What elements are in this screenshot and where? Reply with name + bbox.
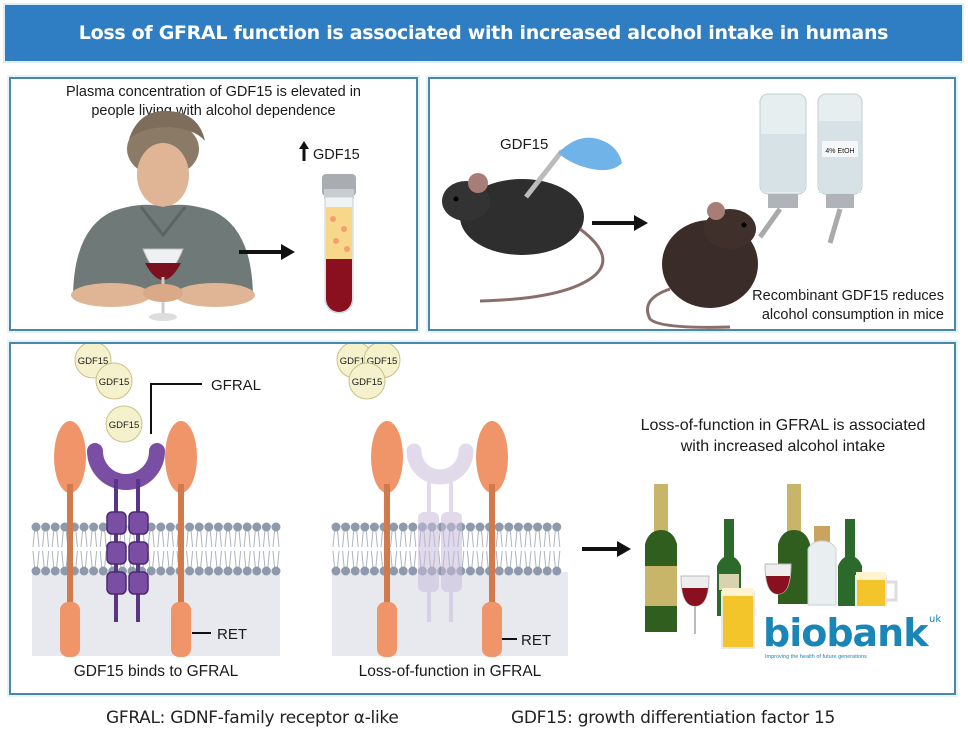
arrow-right-icon bbox=[239, 244, 295, 260]
gdf15-ligand-label: GDF15 bbox=[109, 420, 140, 431]
spirit-bottle-icon bbox=[807, 526, 837, 606]
gdf15-ligand-icon: GDF15 bbox=[95, 362, 133, 400]
ethanol-bottle-label: 4% EtOH bbox=[825, 148, 854, 155]
panel-human-caption: Plasma concentration of GDF15 is elevate… bbox=[11, 83, 416, 121]
increase-arrow-icon bbox=[299, 141, 309, 161]
phospholipid bbox=[213, 522, 224, 576]
beer-mug-icon bbox=[855, 572, 898, 609]
man-with-wine-icon bbox=[71, 110, 255, 321]
mechanism-illustration: GDF15 GDF15 GDF15 GFRAL RET GDF15 binds … bbox=[31, 344, 949, 680]
gfral-faded-receptor-icon bbox=[406, 443, 474, 622]
biobank-logo: biobank bbox=[763, 611, 929, 655]
caption-line-1: Recombinant GDF15 reduces bbox=[752, 288, 944, 304]
ethanol-bottle-icon bbox=[817, 93, 863, 244]
phospholipid bbox=[271, 522, 281, 576]
water-bottle-icon bbox=[757, 93, 807, 239]
phospholipid bbox=[359, 522, 370, 576]
champagne-bottle-icon bbox=[645, 484, 677, 632]
ret-receptor-icon bbox=[371, 421, 403, 657]
phospholipid bbox=[331, 522, 341, 576]
phospholipid bbox=[261, 522, 272, 576]
phospholipid bbox=[232, 522, 243, 576]
gdf15-ligand-icon: GDF15 bbox=[348, 362, 386, 400]
gdf15-ligand-label: GDF15 bbox=[78, 356, 109, 367]
ret-receptor-icon bbox=[165, 421, 197, 657]
association-caption-line-1: Loss-of-function in GFRAL is associated bbox=[641, 417, 926, 434]
phospholipid bbox=[532, 522, 543, 576]
phospholipid bbox=[203, 522, 214, 576]
gdf15-ligand-label: GDF15 bbox=[352, 377, 383, 388]
figure-title: Loss of GFRAL function is associated wit… bbox=[78, 22, 889, 44]
ret-label: RET bbox=[521, 632, 551, 649]
phospholipid bbox=[242, 522, 253, 576]
arrow-right-icon bbox=[582, 541, 631, 557]
ret-label: RET bbox=[217, 626, 247, 643]
gdf15-ligand-label: GDF15 bbox=[99, 377, 130, 388]
biobank-tagline: Improving the health of future generatio… bbox=[765, 654, 867, 660]
phospholipid bbox=[388, 522, 399, 576]
phospholipid bbox=[194, 522, 205, 576]
mice-illustration: GDF15 bbox=[442, 93, 863, 329]
association-caption-line-2: with increased alcohol intake bbox=[680, 438, 886, 455]
gdf15-ligand-label: GDF15 bbox=[367, 356, 398, 367]
wine-glass-icon bbox=[764, 563, 792, 595]
gfral-receptor-icon bbox=[87, 443, 165, 622]
gdf15-definition: GDF15: growth differentiation factor 15 bbox=[511, 708, 836, 728]
phospholipid bbox=[40, 522, 51, 576]
phospholipid bbox=[475, 522, 485, 576]
phospholipid bbox=[542, 522, 553, 576]
phospholipid bbox=[513, 522, 524, 576]
phospholipid bbox=[155, 522, 166, 576]
syringe-glove-icon bbox=[524, 137, 622, 199]
injection-gdf15-label: GDF15 bbox=[500, 136, 548, 153]
ret-receptor-icon bbox=[476, 421, 508, 657]
phospholipid bbox=[251, 522, 262, 576]
binding-caption: GDF15 binds to GFRAL bbox=[74, 663, 239, 680]
phospholipid bbox=[79, 522, 89, 576]
panel-mice-caption: Recombinant GDF15 reduces alcohol consum… bbox=[734, 287, 944, 325]
beer-mug-icon bbox=[721, 588, 755, 649]
gdf15-binding-diagram: GDF15 GDF15 GDF15 GFRAL RET GDF15 binds … bbox=[31, 344, 281, 680]
phospholipid bbox=[551, 522, 562, 576]
human-illustration: GDF15 bbox=[71, 110, 360, 321]
gdf15-ligand-label: GDF15 bbox=[340, 356, 371, 367]
phospholipid bbox=[465, 522, 476, 576]
phospholipid bbox=[398, 522, 409, 576]
phospholipid bbox=[494, 522, 505, 576]
gdf15-ligand-icon: GDF15 bbox=[105, 405, 143, 443]
gfral-pointer-line bbox=[150, 383, 202, 434]
caption-line-2: alcohol consumption in mice bbox=[761, 307, 944, 323]
phospholipid bbox=[165, 522, 176, 576]
phospholipid bbox=[223, 522, 233, 576]
gdf15-elevated-label: GDF15 bbox=[313, 147, 360, 163]
alcohol-intake-section: Loss-of-function in GFRAL is associated … bbox=[641, 417, 949, 664]
blood-tube-icon bbox=[322, 174, 356, 314]
loss-of-function-caption: Loss-of-function in GFRAL bbox=[359, 663, 542, 680]
phospholipid bbox=[407, 522, 418, 576]
phospholipid bbox=[523, 522, 533, 576]
mouse-injected-icon bbox=[442, 173, 605, 303]
panel-gfral-mechanism: GDF15 GDF15 GDF15 GFRAL RET GDF15 binds … bbox=[9, 342, 956, 695]
phospholipid bbox=[503, 522, 514, 576]
wine-glass-icon bbox=[680, 575, 710, 634]
phospholipid bbox=[31, 522, 41, 576]
title-banner: Loss of GFRAL function is associated wit… bbox=[5, 5, 962, 61]
biobank-logo-uk: uk bbox=[929, 614, 941, 625]
panel-mice-experiment: GDF15 bbox=[428, 77, 956, 331]
arrow-right-icon bbox=[592, 215, 648, 231]
caption-line-1: Plasma concentration of GDF15 is elevate… bbox=[66, 84, 361, 100]
gfral-definition: GFRAL: GDNF-family receptor α-like bbox=[106, 708, 399, 728]
biobank-logo-background bbox=[759, 606, 949, 664]
phospholipid bbox=[184, 522, 195, 576]
gfral-label: GFRAL bbox=[211, 377, 261, 394]
phospholipid bbox=[50, 522, 61, 576]
phospholipid bbox=[340, 522, 351, 576]
gfral-loss-of-function-diagram: GDF15 GDF15 GDF15 RET Loss-of-function i… bbox=[331, 344, 568, 680]
phospholipid bbox=[350, 522, 361, 576]
phospholipid bbox=[369, 522, 380, 576]
phospholipid bbox=[88, 522, 99, 576]
mouse-drinking-icon bbox=[646, 202, 758, 329]
ret-receptor-icon bbox=[54, 421, 86, 657]
panel-human-alcohol-dependence: Plasma concentration of GDF15 is elevate… bbox=[9, 77, 418, 331]
